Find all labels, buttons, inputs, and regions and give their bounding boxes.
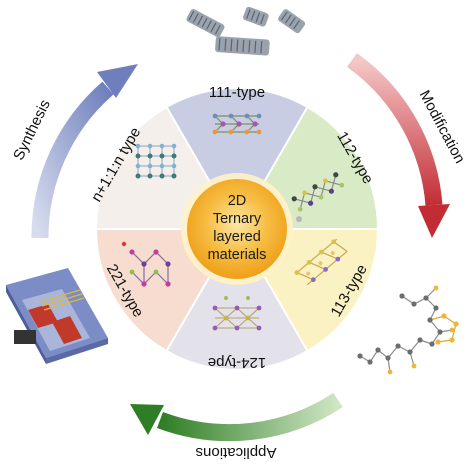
crystal-n11n-icon [135,143,177,179]
center-line-3: layered [213,229,261,245]
label-124-type: 124-type [208,354,266,371]
label-111-type: 111-type [209,84,265,101]
synthesis-arrow [31,64,138,239]
center-disc [187,179,287,279]
molecular-chain-icon [357,285,459,375]
center-line-4: materials [208,247,267,263]
crystal-124-icon [212,296,262,331]
crystal-111-icon [212,113,262,135]
sector-124-type [165,227,309,371]
sector-111-type [165,87,309,231]
crystal-112-icon [291,172,345,223]
modification-arrow [347,53,450,238]
applications-arrow [130,392,343,442]
crystal-221-icon [121,241,171,287]
crystal-113-icon [294,238,348,286]
sector-ring [94,87,380,371]
applications-label: Applications [196,444,277,461]
center-line-2: Ternary [213,211,262,227]
nanowire-bundles-icon [186,6,306,56]
device-stack-icon [6,268,108,364]
synthesis-label: Synthesis [10,97,54,163]
center-line-1: 2D [228,193,247,209]
